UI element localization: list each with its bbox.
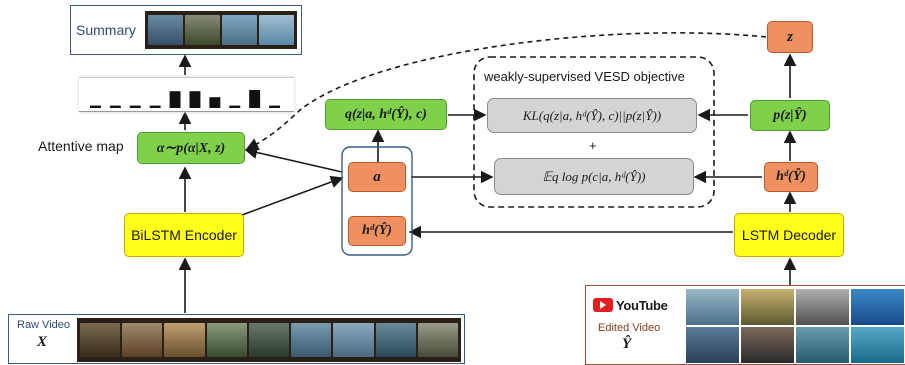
latent-group-box <box>341 146 413 256</box>
attention-bar <box>169 91 181 108</box>
attention-bar <box>249 90 261 108</box>
q-posterior-node: q(z|a, hᵈ(Ŷ), c) <box>325 99 447 130</box>
edited-video-symbol: Ŷ <box>622 336 632 352</box>
z-node: z <box>767 21 813 53</box>
expectation-term-node: 𝔼q log p(c|a, hᵈ(Ŷ)) <box>494 158 694 195</box>
youtube-wordmark: YouTube <box>616 297 668 313</box>
arrow-bilstm-to-a <box>241 175 344 216</box>
youtube-play-icon <box>593 298 613 312</box>
attentive-map-node: α∼p(α|X, z) <box>137 132 245 164</box>
attention-bar <box>89 105 101 108</box>
raw-video-panel: Raw Video X <box>8 314 465 364</box>
attention-bar <box>229 105 241 108</box>
objective-plus: + <box>589 138 597 153</box>
attention-bar <box>129 105 141 108</box>
arrow-a-to-alpha <box>244 146 343 173</box>
a-node: a <box>348 162 406 192</box>
raw-video-symbol: X <box>37 334 48 350</box>
edited-video-panel: YouTube Edited Video Ŷ <box>585 285 905 365</box>
summary-label: Summary <box>76 22 136 38</box>
edited-video-label: Edited Video <box>598 322 661 334</box>
hd-right-node: hᵈ(Ŷ) <box>764 162 818 192</box>
attention-bar <box>189 91 201 108</box>
bilstm-encoder-node: BiLSTM Encoder <box>124 213 244 257</box>
hd-left-node: hᵈ(Ŷ) <box>348 216 406 246</box>
raw-video-label: Raw Video <box>17 319 70 331</box>
summary-panel: Summary <box>70 5 302 55</box>
attention-bar <box>149 105 161 108</box>
kl-term-node: KL(q(z|a, hᵈ(Ŷ), c)||p(z|Ŷ)) <box>487 98 697 133</box>
attention-bar <box>109 105 121 108</box>
attentive-map-label: Attentive map <box>38 138 124 154</box>
attention-bars-chart <box>89 90 281 108</box>
summary-film-strip <box>145 11 297 49</box>
attention-bars-panel <box>79 77 294 112</box>
raw-video-film-strip <box>77 318 461 362</box>
attention-bar <box>209 97 221 108</box>
attention-bar <box>269 105 281 108</box>
objective-box <box>473 56 715 208</box>
dashed-z-to-alpha <box>245 32 767 150</box>
youtube-logo: YouTube <box>593 295 677 315</box>
p-prior-node: p(z|Ŷ) <box>750 100 830 131</box>
lstm-decoder-node: LSTM Decoder <box>734 213 844 257</box>
edited-video-thumbnails <box>686 289 904 363</box>
objective-title: weakly-supervised VESD objective <box>484 69 685 84</box>
